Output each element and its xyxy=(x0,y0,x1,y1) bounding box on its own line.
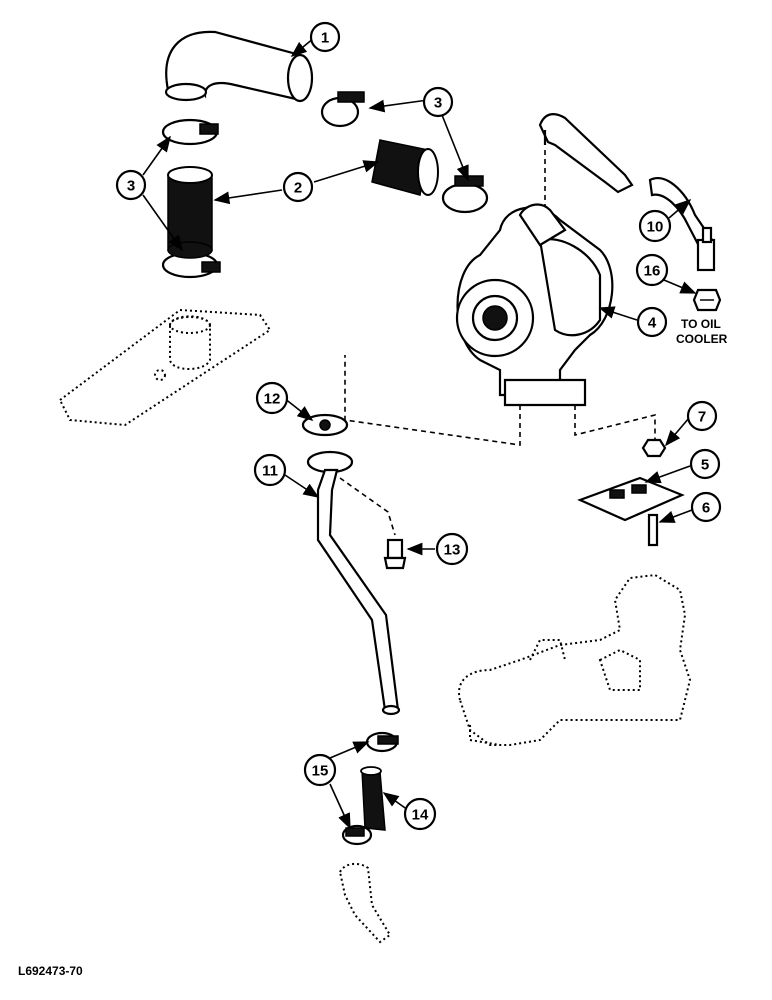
callout-15: 15 xyxy=(303,753,337,787)
intake-plate-outline xyxy=(58,308,272,427)
callout-14: 14 xyxy=(403,797,437,831)
leader-14 xyxy=(382,792,409,811)
callout-11: 11 xyxy=(253,453,287,487)
block-return-hose-outline xyxy=(338,862,392,944)
leader-3-right xyxy=(439,109,469,182)
drain-gasket xyxy=(301,413,349,437)
leader-10 xyxy=(668,198,692,219)
drain-bolt xyxy=(383,538,407,570)
svg-text:16: 16 xyxy=(644,263,661,280)
oil-cooler-note-line1: TO OIL xyxy=(681,317,721,331)
turbocharger xyxy=(455,203,614,407)
oil-drain-tube xyxy=(306,450,401,716)
turbo-mount-gasket xyxy=(577,476,685,522)
callout-3-left: 3 xyxy=(115,169,147,201)
drain-hose-clamp-lower xyxy=(341,824,373,846)
hose-clamp-upper-left xyxy=(161,118,219,146)
svg-text:15: 15 xyxy=(312,763,329,780)
mounting-stud xyxy=(647,513,659,547)
leader-7 xyxy=(664,417,690,447)
hose-clamp-top-middle xyxy=(320,91,365,128)
bolt-leader xyxy=(339,477,396,536)
oil-fitting xyxy=(692,288,722,312)
drain-leader xyxy=(344,355,521,446)
svg-text:14: 14 xyxy=(412,807,429,824)
oil-cooler-note-line2: COOLER xyxy=(676,332,728,346)
leader-2-left xyxy=(213,189,283,205)
svg-text:10: 10 xyxy=(647,219,664,236)
callout-5: 5 xyxy=(689,448,721,480)
callout-13: 13 xyxy=(435,532,469,566)
leader-3-lower-left xyxy=(142,194,183,252)
callout-4: 4 xyxy=(636,306,668,338)
callout-2: 2 xyxy=(282,171,314,203)
svg-text:1: 1 xyxy=(321,30,329,47)
leader-11 xyxy=(284,474,320,498)
leader-3-top xyxy=(368,99,429,113)
oil-supply-line xyxy=(538,113,716,272)
leader-15-upper xyxy=(329,741,370,759)
svg-text:5: 5 xyxy=(701,457,709,474)
svg-text:4: 4 xyxy=(648,315,657,332)
callout-12: 12 xyxy=(255,381,289,415)
figure-id: L692473-70 xyxy=(18,964,83,978)
leader-3-upper-left xyxy=(142,135,171,176)
mount-leader-right xyxy=(574,405,656,440)
svg-text:6: 6 xyxy=(702,500,710,517)
svg-text:11: 11 xyxy=(262,463,278,480)
svg-text:3: 3 xyxy=(434,95,442,112)
svg-text:7: 7 xyxy=(698,409,706,426)
leader-4 xyxy=(598,306,638,321)
drain-hose-clamp-upper xyxy=(365,731,399,753)
rubber-hose-middle xyxy=(371,139,439,196)
callout-7: 7 xyxy=(686,400,718,432)
leader-5 xyxy=(644,465,691,484)
leader-12 xyxy=(283,397,314,421)
callout-1: 1 xyxy=(309,21,341,53)
leader-2-right xyxy=(313,160,380,183)
callout-16: 16 xyxy=(635,253,669,287)
rubber-hose-left xyxy=(167,166,213,259)
mounting-nut xyxy=(641,438,667,458)
callout-10: 10 xyxy=(638,209,672,243)
hose-clamp-right xyxy=(441,175,489,214)
elbow-air-pipe xyxy=(164,30,314,103)
callout-6: 6 xyxy=(690,491,722,523)
leader-1 xyxy=(290,37,315,58)
leader-6 xyxy=(658,509,693,523)
svg-text:3: 3 xyxy=(127,178,135,195)
exhaust-manifold-outline xyxy=(458,573,692,746)
svg-text:13: 13 xyxy=(444,542,461,559)
svg-text:2: 2 xyxy=(294,180,302,197)
callout-3-top: 3 xyxy=(422,86,454,118)
leader-15-lower xyxy=(329,783,351,830)
svg-text:12: 12 xyxy=(264,391,281,408)
drain-rubber-hose xyxy=(360,766,386,831)
